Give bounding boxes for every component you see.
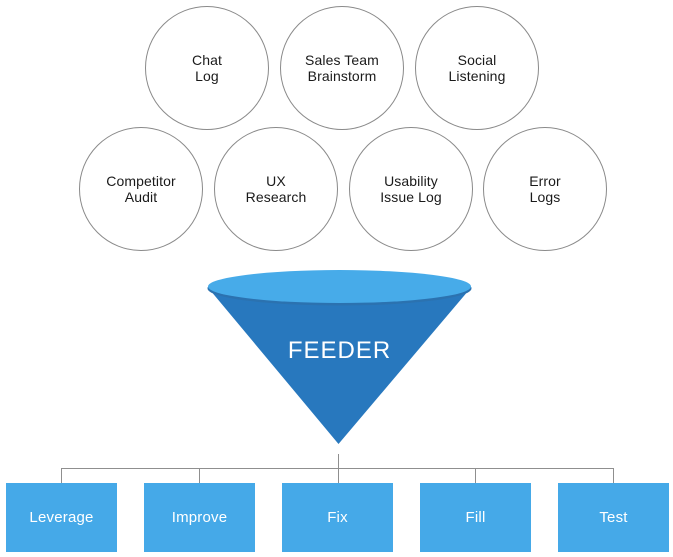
output-box-test: Test — [558, 483, 669, 552]
source-circle-chat-log: Chat Log — [145, 6, 269, 130]
output-box-label: Test — [599, 509, 628, 526]
funnel-label: FEEDER — [288, 337, 391, 364]
output-box-leverage: Leverage — [6, 483, 117, 552]
source-circle-usability-issue-log: Usability Issue Log — [349, 127, 473, 251]
source-circle-label: Usability Issue Log — [380, 173, 442, 205]
source-circle-label: Sales Team Brainstorm — [305, 52, 379, 84]
source-circle-label: UX Research — [245, 173, 307, 205]
output-box-fix: Fix — [282, 483, 393, 552]
source-circle-ux-research: UX Research — [214, 127, 338, 251]
source-circle-label: Social Listening — [448, 52, 506, 84]
source-circle-label: Error Logs — [529, 173, 561, 205]
funnel-cone-body — [207, 287, 472, 444]
source-circle-sales-team-brainstorm: Sales Team Brainstorm — [280, 6, 404, 130]
output-box-fill: Fill — [420, 483, 531, 552]
output-box-label: Leverage — [29, 509, 94, 526]
output-box-improve: Improve — [144, 483, 255, 552]
source-circle-competitor-audit: Competitor Audit — [79, 127, 203, 251]
output-box-label: Fill — [465, 509, 486, 526]
source-circle-label: Chat Log — [192, 52, 222, 84]
source-circle-error-logs: Error Logs — [483, 127, 607, 251]
source-circle-label: Competitor Audit — [106, 173, 176, 205]
output-box-label: Improve — [171, 509, 228, 526]
output-box-label: Fix — [327, 509, 348, 526]
funnel-top-ellipse — [208, 270, 471, 303]
source-circle-social-listening: Social Listening — [415, 6, 539, 130]
